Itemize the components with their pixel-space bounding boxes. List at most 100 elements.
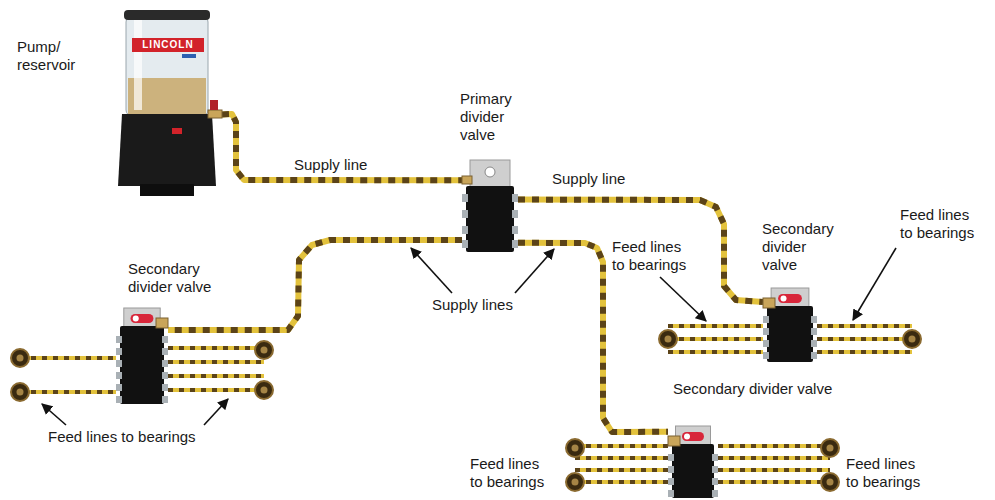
bearing	[821, 473, 839, 491]
pump-foot	[140, 184, 194, 196]
feed-line	[718, 456, 830, 460]
cycle-indicator	[778, 294, 802, 303]
feed-line-stripe	[668, 324, 763, 328]
outlet-fitting	[668, 478, 674, 485]
line-label: Supply line	[292, 156, 369, 174]
mount-plate	[470, 160, 510, 190]
bearing-hub	[261, 347, 268, 354]
inlet-fitting	[668, 436, 680, 446]
hose	[518, 200, 763, 303]
outlet-fitting	[116, 348, 122, 355]
pump-base	[118, 114, 216, 186]
node-shape	[112, 8, 222, 198]
outlet-fitting	[763, 352, 769, 359]
outlet-fitting	[763, 340, 769, 347]
outlet-fitting	[162, 396, 168, 403]
feed-line	[668, 350, 763, 354]
leader-arrow	[42, 404, 66, 425]
inlet-fitting	[763, 298, 775, 308]
bearing-hub	[17, 389, 24, 396]
outlet-fitting	[512, 210, 518, 218]
hose-stripe	[222, 114, 462, 180]
outlet-fitting	[668, 466, 674, 473]
feed-line	[668, 324, 763, 328]
bearing	[255, 341, 273, 359]
outlet-fitting	[512, 194, 518, 202]
feed-line-stripe	[575, 456, 668, 460]
valve-body	[672, 444, 714, 498]
outlet-fitting	[162, 336, 168, 343]
outlet-fitting	[712, 490, 718, 497]
feed-line-stripe	[718, 456, 830, 460]
outlet-fitting	[668, 490, 674, 497]
leader-arrows	[42, 248, 896, 425]
feed-line	[20, 390, 116, 394]
bearing-hub	[17, 355, 24, 362]
brand-band	[132, 38, 204, 52]
line-label: Supply line	[550, 170, 627, 188]
feed-line	[575, 444, 668, 448]
outlet-fitting	[763, 316, 769, 323]
hose-stripe	[518, 243, 668, 432]
bearing	[903, 330, 921, 348]
outlet-fitting	[116, 360, 122, 367]
outlet-fitting	[162, 384, 168, 391]
outlet-fitting	[162, 348, 168, 355]
hose	[222, 114, 462, 180]
outlet-fitting	[116, 396, 122, 403]
bearing-hub	[827, 445, 834, 452]
divider-valve: Primary divider valve	[462, 160, 518, 252]
hose-stripe	[518, 200, 763, 303]
node-heading: Secondary divider valve	[128, 260, 232, 296]
feed-line	[575, 456, 668, 460]
outlet-fitting	[116, 336, 122, 343]
outlet-fitting	[462, 240, 468, 248]
supply-line	[518, 243, 668, 432]
bearing	[11, 383, 29, 401]
outlet-fitting	[462, 194, 468, 202]
outlet-fitting	[763, 328, 769, 335]
bearing	[659, 330, 677, 348]
feed-line-stripe	[817, 337, 912, 341]
outlet-valve	[210, 100, 218, 110]
bearing-hub	[572, 445, 579, 452]
reservoir-body	[126, 16, 208, 116]
supply-line	[518, 200, 763, 303]
node-shape	[763, 288, 817, 362]
leader-arrow	[853, 248, 896, 320]
feed-line	[817, 324, 912, 328]
feed-line	[817, 337, 912, 341]
bearing-hub	[261, 387, 268, 394]
feed-line-stripe	[575, 480, 668, 484]
outlet-fitting	[811, 352, 817, 359]
outlet-fitting	[811, 316, 817, 323]
outlet-fitting	[712, 478, 718, 485]
feed-line	[575, 468, 668, 472]
hose	[518, 243, 668, 432]
outlet-fitting	[668, 454, 674, 461]
leader-arrow	[411, 248, 452, 293]
node-heading: Primary divider valve	[460, 90, 532, 144]
feed-line	[575, 480, 668, 484]
supply-line	[222, 114, 462, 180]
indicator-pin	[684, 434, 690, 440]
feed-line	[20, 356, 116, 360]
callout-label: Supply lines	[432, 296, 542, 314]
divider-valve: Secondary divider valve	[668, 426, 718, 498]
pump-reservoir: Pump/ reservoir	[112, 8, 222, 198]
valve-body	[767, 306, 813, 362]
inlet-fitting	[156, 318, 168, 328]
cycle-indicator	[682, 432, 704, 441]
outlet-fitting	[712, 454, 718, 461]
callout-label: Feed lines to bearings	[900, 206, 984, 242]
inlet-fitting	[462, 176, 472, 184]
supply-line	[168, 240, 462, 330]
bearing	[255, 381, 273, 399]
cycle-indicator	[131, 314, 154, 323]
callout-label: Feed lines to bearings	[846, 455, 930, 491]
feed-line	[718, 444, 830, 448]
divider-valve: Secondary divider valve	[763, 288, 817, 362]
node-shape	[668, 426, 718, 498]
bearing	[566, 473, 584, 491]
feed-line-stripe	[20, 356, 116, 360]
